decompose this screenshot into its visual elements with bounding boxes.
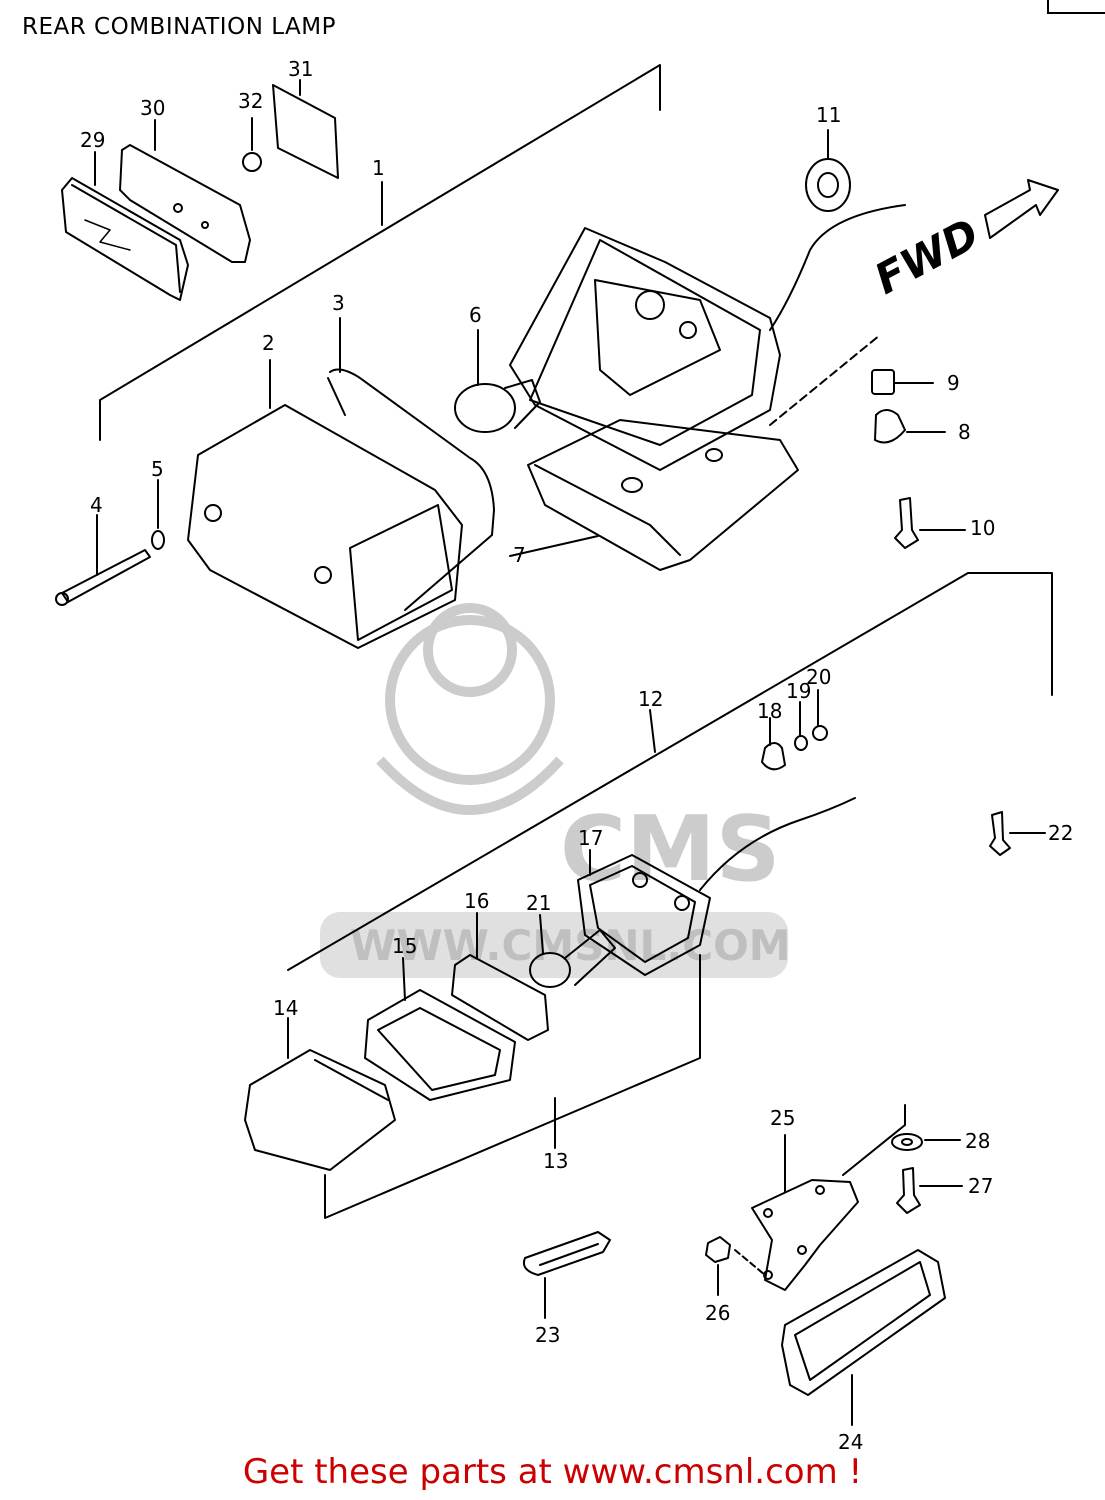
part-18-nut bbox=[761, 742, 786, 771]
part-label-16: 16 bbox=[464, 889, 489, 913]
bracket-13 bbox=[324, 954, 701, 1219]
part-label-8: 8 bbox=[958, 420, 971, 444]
part-number-labels: 1 2 3 4 5 6 7 8 9 10 11 12 13 14 15 16 1… bbox=[80, 57, 1073, 1454]
part-8-nut bbox=[874, 409, 946, 444]
part-15-reflector bbox=[364, 957, 516, 1101]
part-28-washer bbox=[891, 1133, 961, 1151]
part-29-reflector-lens bbox=[61, 177, 189, 301]
part-label-27: 27 bbox=[968, 1174, 993, 1198]
part-22-screw bbox=[989, 811, 1046, 856]
bracket-12 bbox=[287, 572, 1053, 971]
part-label-29: 29 bbox=[80, 128, 105, 152]
part-21-bulb bbox=[529, 914, 616, 988]
part-30-reflector-base bbox=[119, 144, 251, 263]
part-26-nut bbox=[705, 1236, 766, 1296]
part-7-lamp-housing bbox=[509, 227, 799, 571]
part-label-11: 11 bbox=[816, 103, 841, 127]
part-label-5: 5 bbox=[151, 457, 164, 481]
part-label-20: 20 bbox=[806, 665, 831, 689]
part-10-bolt bbox=[894, 497, 966, 549]
corner-frame-mark bbox=[1047, 0, 1105, 14]
part-17-bulb-socket bbox=[577, 849, 711, 976]
part-label-30: 30 bbox=[140, 96, 165, 120]
part-2-tail-lens bbox=[187, 359, 463, 649]
watermark-mascot-head bbox=[385, 615, 555, 785]
part-32-nut bbox=[242, 152, 262, 172]
part-label-24: 24 bbox=[838, 1430, 863, 1454]
bracket-1 bbox=[99, 64, 661, 441]
watermark-site: WWW.CMSNL.COM bbox=[350, 921, 791, 970]
part-label-4: 4 bbox=[90, 493, 103, 517]
part-5-washer bbox=[151, 530, 165, 550]
part-6-bulb bbox=[454, 329, 541, 433]
part-label-3: 3 bbox=[332, 291, 345, 315]
housing-wire bbox=[769, 204, 906, 331]
part-16-gasket bbox=[451, 954, 549, 1041]
part-label-32: 32 bbox=[238, 89, 263, 113]
watermark: CMS WWW.CMSNL.COM bbox=[320, 603, 791, 978]
page-title: REAR COMBINATION LAMP bbox=[22, 14, 337, 40]
part-label-26: 26 bbox=[705, 1301, 730, 1325]
part-11-grommet bbox=[805, 129, 851, 212]
part-label-1: 1 bbox=[372, 156, 385, 180]
watermark-mascot-hair bbox=[423, 603, 517, 697]
part-label-28: 28 bbox=[965, 1129, 990, 1153]
part-23-wire-clip bbox=[522, 1231, 611, 1319]
part-label-9: 9 bbox=[947, 371, 960, 395]
part-31-pad bbox=[272, 84, 339, 179]
part-label-10: 10 bbox=[970, 516, 995, 540]
part-27-bolt bbox=[896, 1167, 963, 1214]
part-label-31: 31 bbox=[288, 57, 313, 81]
part-label-22: 22 bbox=[1048, 821, 1073, 845]
part-label-7: 7 bbox=[513, 543, 526, 567]
part-9-spacer bbox=[871, 369, 934, 395]
part-label-13: 13 bbox=[543, 1149, 568, 1173]
part-label-25: 25 bbox=[770, 1106, 795, 1130]
part-label-12: 12 bbox=[638, 687, 663, 711]
part-label-23: 23 bbox=[535, 1323, 560, 1347]
part-19-washer bbox=[794, 735, 808, 751]
part-label-14: 14 bbox=[273, 996, 298, 1020]
part-24-reflector bbox=[781, 1249, 946, 1426]
part-25-mount-bracket bbox=[751, 1104, 906, 1291]
part-label-2: 2 bbox=[262, 331, 275, 355]
part-3-gasket bbox=[327, 368, 495, 611]
fwd-label: FWD bbox=[867, 209, 987, 304]
part-label-6: 6 bbox=[469, 303, 482, 327]
dashed-guide-housing bbox=[769, 334, 881, 426]
part-label-21: 21 bbox=[526, 891, 551, 915]
part-14-lens bbox=[244, 1017, 396, 1171]
leader-12 bbox=[649, 709, 656, 753]
cta-link[interactable]: Get these parts at www.cmsnl.com ! bbox=[242, 1452, 863, 1492]
part-label-17: 17 bbox=[578, 826, 603, 850]
part-20-nut bbox=[812, 725, 828, 741]
fwd-arrow-icon bbox=[984, 179, 1059, 239]
socket-wire bbox=[699, 797, 856, 891]
part-label-18: 18 bbox=[757, 699, 782, 723]
part-4-screw bbox=[55, 514, 151, 606]
part-label-19: 19 bbox=[786, 679, 811, 703]
watermark-mascot-body bbox=[376, 756, 564, 815]
part-label-15: 15 bbox=[392, 934, 417, 958]
